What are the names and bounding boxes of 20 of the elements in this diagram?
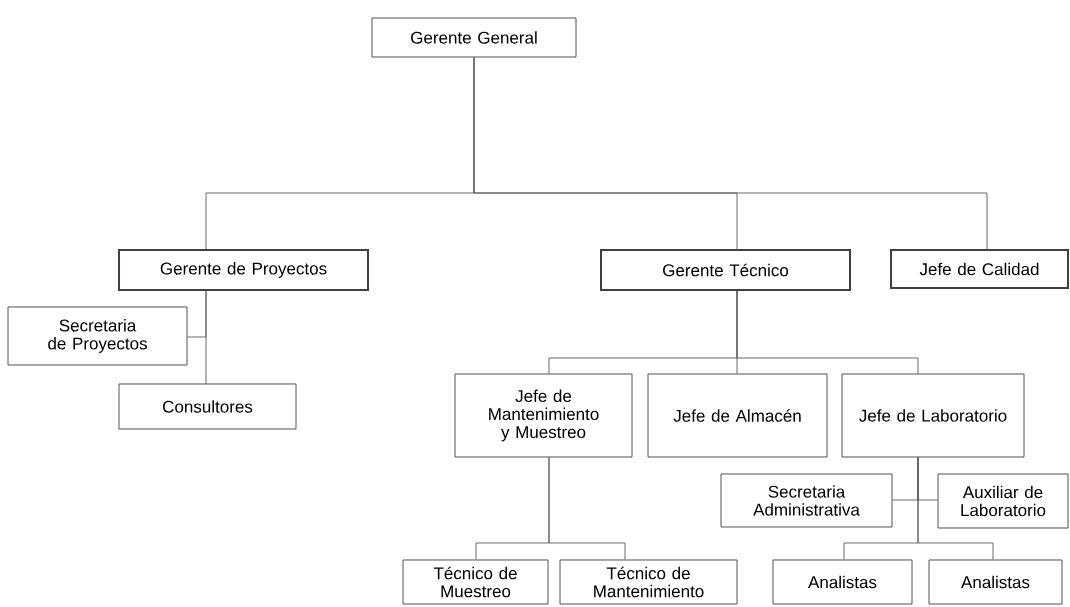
connector-line	[205, 290, 207, 385]
connector-line	[736, 290, 919, 374]
org-box: Analistas	[772, 559, 913, 605]
org-box: Jefe de Calidad	[890, 249, 1069, 289]
org-box: Gerente Técnico	[600, 249, 851, 291]
org-box: Técnico de Muestreo	[402, 559, 549, 605]
connector-line	[917, 457, 994, 560]
org-box: Técnico de Mantenimiento	[559, 559, 738, 605]
connector-line	[548, 457, 626, 560]
org-box: Jefe de Almacén	[647, 373, 828, 458]
org-box: Gerente General	[371, 17, 577, 58]
org-box: Gerente de Proyectos	[118, 249, 369, 291]
org-box: Jefe de Laboratorio	[841, 373, 1025, 458]
org-box: Auxiliar de Laboratorio	[937, 473, 1069, 529]
connector-line	[473, 57, 988, 250]
org-box: Jefe de Mantenimiento y Muestreo	[454, 373, 633, 458]
org-box: Secretaria Administrativa	[720, 473, 893, 528]
org-box: Consultores	[118, 383, 297, 430]
org-box: Secretaria de Proyectos	[7, 306, 188, 366]
org-box: Analistas	[928, 559, 1063, 605]
